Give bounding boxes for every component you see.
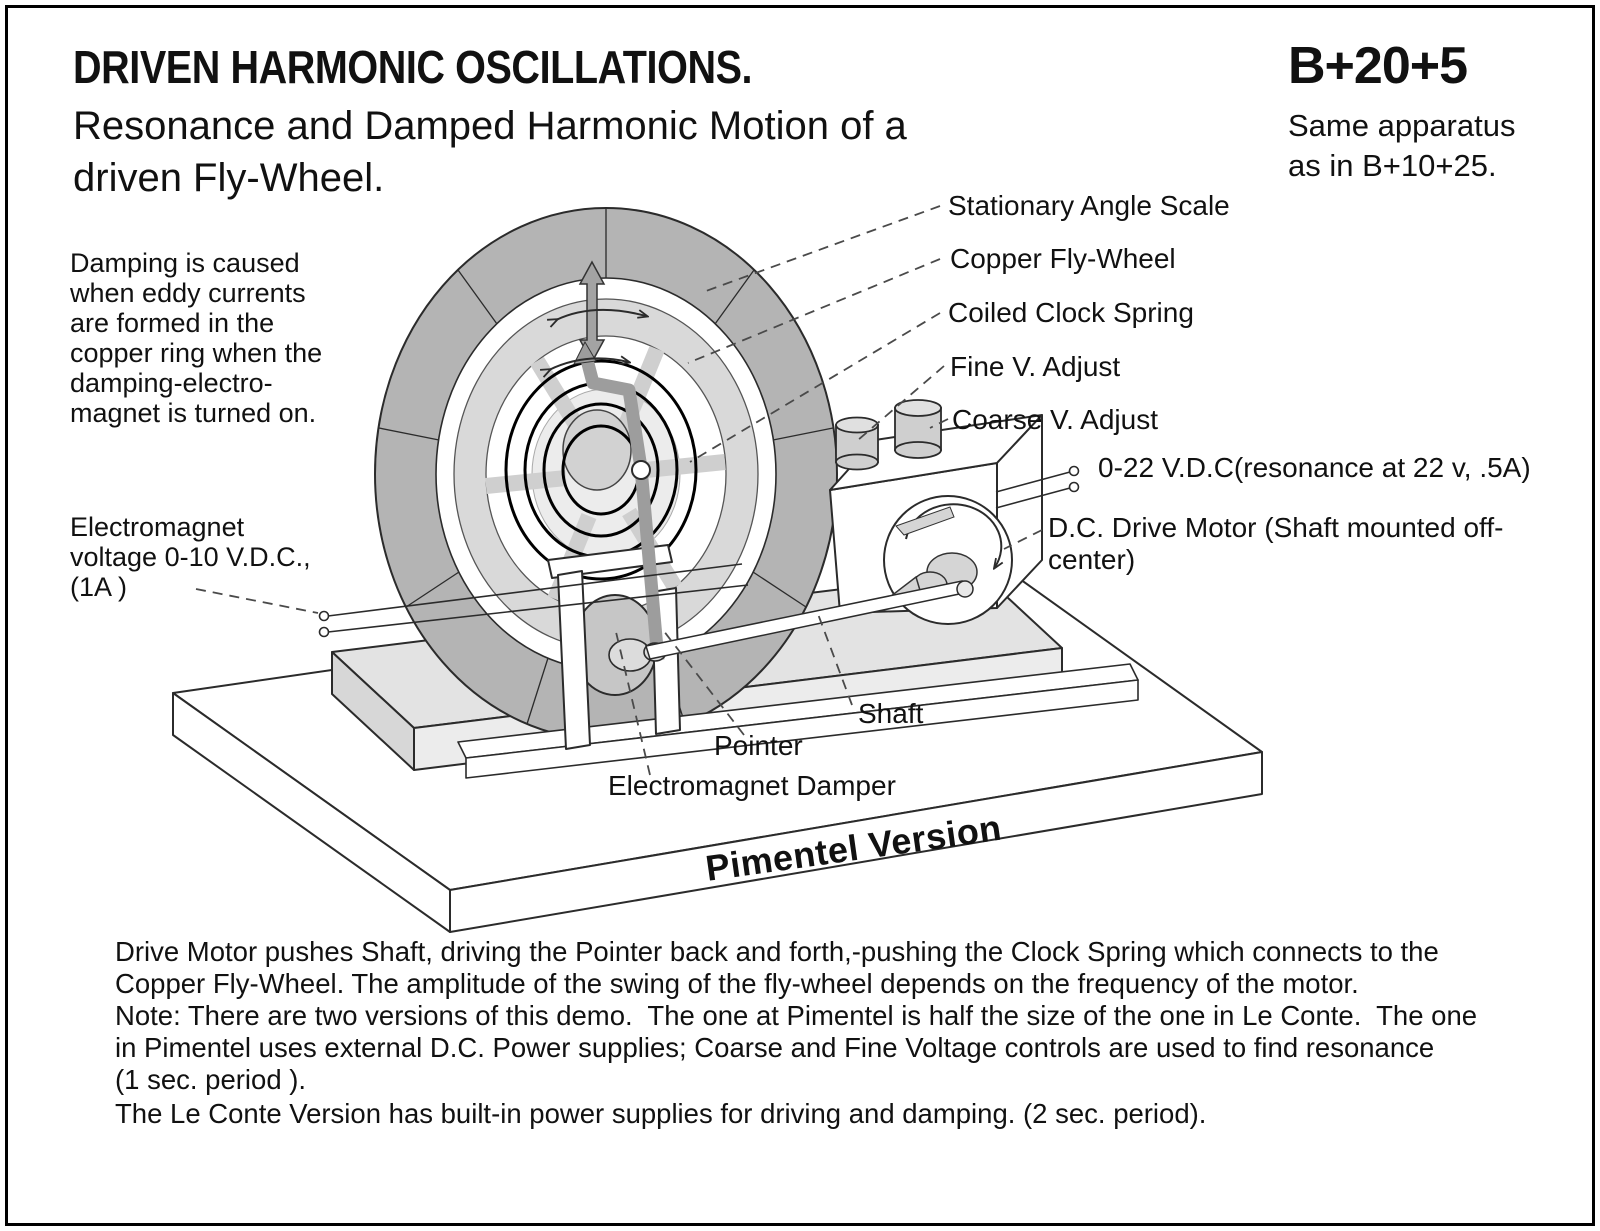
fly-wheel [374,207,838,741]
electromagnet-voltage-label: Electromagnet voltage 0-10 V.D.C., (1A ) [70,512,311,602]
pointer-joint [631,460,651,480]
base-rail [457,663,1139,779]
leader-pointer [662,629,745,736]
leader-copper-fly-wheel [687,258,941,364]
label-shaft: Shaft [858,698,924,729]
label-dc-drive-motor: D.C. Drive Motor (Shaft mounted off- cen… [1048,512,1504,575]
electromagnet-wires [318,563,749,638]
label-fine-v-adjust: Fine V. Adjust [950,351,1121,382]
pointer-arm [549,340,665,661]
fine-voltage-knob[interactable] [835,416,879,471]
leader-electromagnet-damper [615,631,651,776]
footer-paragraph-1: Drive Motor pushes Shaft, driving the Po… [115,936,1439,999]
label-electromagnet-damper: Electromagnet Damper [608,770,896,801]
leader-fine-v-adjust [857,365,945,441]
apparatus-note: Same apparatus as in B+10+25. [1288,108,1516,183]
damping-note: Damping is caused when eddy currents are… [70,248,323,428]
swing-arrow-lower-icon [549,358,628,370]
leader-dc-drive-motor [1003,529,1043,550]
leader-coarse-v-adjust [929,418,949,429]
crank-arrow-icon [895,506,955,536]
clock-spring-coils [504,359,698,581]
motor-supply-wires [995,465,1080,509]
label-pointer: Pointer [714,730,803,761]
label-stationary-angle-scale: Stationary Angle Scale [948,190,1230,221]
crank-pin [956,580,974,598]
label-copper-fly-wheel: Copper Fly-Wheel [950,243,1176,274]
leader-coiled-clock-spring [689,312,941,463]
swing-arrow-upper-icon [556,308,646,320]
leader-electromagnet-voltage [195,588,319,614]
catalog-code: B+20+5 [1288,37,1468,95]
label-coiled-clock-spring: Coiled Clock Spring [948,297,1194,328]
leader-stationary-angle-scale [705,205,941,292]
label-supply-0-22: 0-22 V.D.C(resonance at 22 v, .5A) [1098,452,1531,483]
page-subtitle: Resonance and Damped Harmonic Motion of … [73,104,907,200]
footer-paragraph-2: Note: There are two versions of this dem… [115,1000,1478,1095]
footer-paragraph-3: The Le Conte Version has built-in power … [115,1098,1207,1129]
angle-scale-segment-lines [378,208,834,725]
page-title: DRIVEN HARMONIC OSCILLATIONS. [73,41,753,93]
coarse-voltage-knob[interactable] [894,399,942,459]
label-coarse-v-adjust: Coarse V. Adjust [952,404,1158,435]
hub [562,409,632,491]
